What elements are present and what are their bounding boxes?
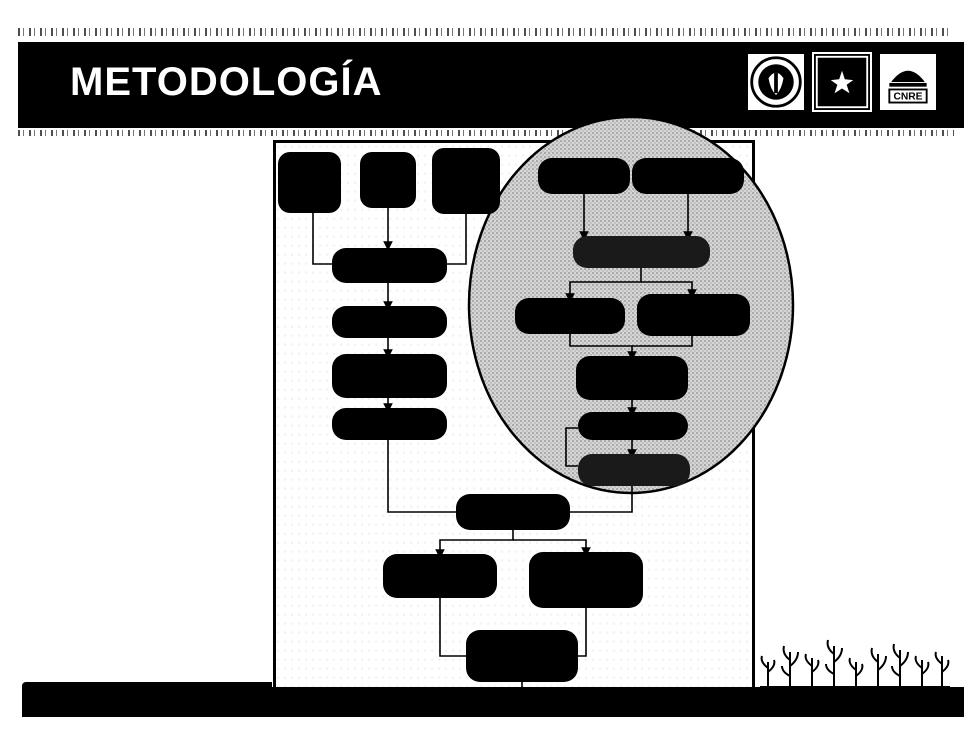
flowchart-node [637, 294, 750, 336]
flowchart-node [538, 158, 630, 194]
flowchart-node [278, 152, 341, 213]
flowchart-node [529, 552, 643, 608]
connector [641, 281, 697, 299]
flowchart-node [573, 236, 710, 268]
flowchart-node [432, 148, 500, 214]
connector [565, 268, 642, 303]
flowchart-node [576, 356, 688, 400]
seal-icon [746, 52, 806, 112]
connector [513, 539, 591, 557]
flowchart-node [632, 158, 744, 194]
plants-illustration [760, 639, 950, 688]
flowchart-node [332, 248, 447, 283]
star-logo-icon [812, 52, 872, 112]
flowchart-node [466, 630, 578, 682]
flowchart-node [360, 152, 416, 208]
flowchart-node [332, 408, 447, 440]
connector [565, 427, 578, 467]
flowchart-node [578, 412, 688, 440]
connector [435, 530, 514, 559]
flowchart-node [332, 354, 447, 398]
top-noise-strip [18, 28, 948, 36]
connector [312, 213, 332, 265]
flowchart-node [515, 298, 625, 334]
flowchart-node [578, 454, 690, 486]
connector [387, 440, 456, 513]
cnre-logo-text: CNRE [893, 92, 922, 103]
bottom-bar [22, 687, 964, 717]
connector [570, 486, 633, 513]
connector [578, 608, 587, 657]
cnre-logo-icon: CNRE [878, 52, 938, 112]
connector [632, 336, 693, 347]
highlight-oval [467, 115, 795, 495]
connector [569, 334, 637, 361]
under-title-noise-strip [18, 130, 954, 136]
title-bar: METODOLOGÍA CNRE [18, 42, 964, 128]
flowchart-node [456, 494, 570, 530]
flowchart-node [332, 306, 447, 338]
page-title: METODOLOGÍA [70, 60, 383, 104]
flowchart-node [383, 554, 497, 598]
connector [447, 214, 467, 265]
connector [439, 598, 466, 657]
